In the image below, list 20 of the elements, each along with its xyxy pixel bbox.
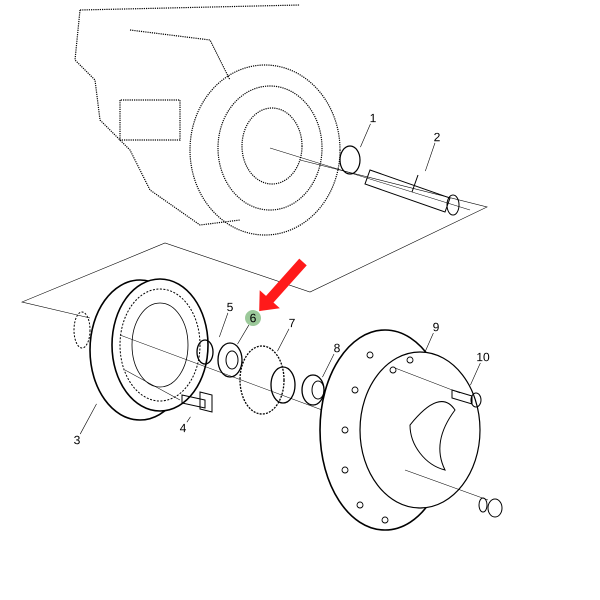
callout-number: 7: [289, 318, 295, 328]
leader-line: [277, 328, 290, 352]
callout-number: 5: [227, 302, 233, 312]
callout-number: 9: [433, 322, 439, 332]
leader-line: [425, 332, 434, 352]
callout-number: 3: [74, 436, 80, 444]
leader-line: [219, 312, 228, 338]
callout-number: 10: [477, 352, 490, 362]
callout-number: 8: [334, 344, 340, 352]
callout-number: 2: [434, 132, 440, 142]
leader-line: [322, 354, 334, 378]
leader-line: [360, 124, 371, 148]
leader-line: [470, 362, 481, 386]
callout-number: 4: [180, 424, 186, 432]
leader-line: [186, 416, 191, 422]
leader-line: [425, 142, 436, 172]
highlighted-callout-number: 6: [245, 310, 261, 326]
leader-line: [80, 404, 97, 434]
leader-line: [237, 324, 250, 344]
callout-number: 1: [370, 114, 376, 122]
